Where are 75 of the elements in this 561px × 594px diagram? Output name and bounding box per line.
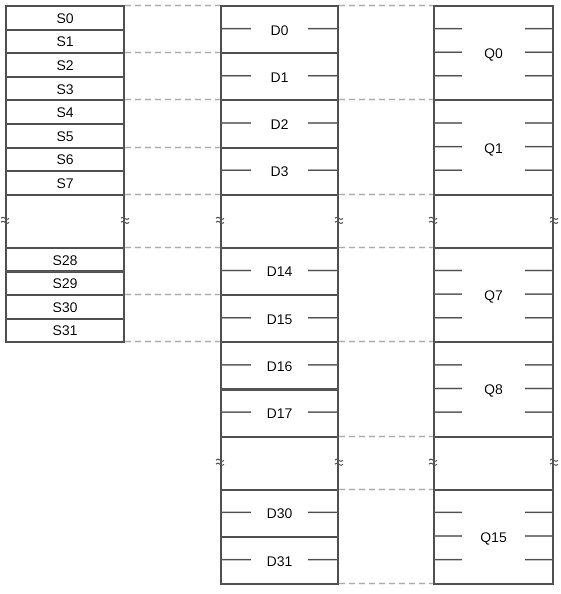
- register-box: [5, 52, 125, 78]
- register-box: [5, 76, 125, 102]
- register-box: [433, 341, 554, 438]
- register-box: [220, 52, 339, 102]
- register-box: [220, 388, 339, 438]
- connector-line: [125, 146, 220, 148]
- register-label: Q0: [482, 46, 505, 60]
- register-label: S2: [54, 58, 76, 72]
- register-box: [220, 536, 339, 586]
- register-label: S31: [50, 323, 80, 338]
- register-box: [5, 294, 125, 320]
- register-box: [220, 488, 339, 538]
- register-label: D0: [268, 22, 290, 37]
- register-box: [5, 170, 125, 196]
- register-box: [220, 5, 339, 54]
- register-box: [433, 488, 554, 586]
- register-box: [220, 246, 339, 296]
- register-box: [5, 123, 125, 149]
- break-section: [433, 436, 554, 491]
- break-section: [220, 436, 339, 491]
- register-box: [220, 341, 339, 390]
- register-label: S4: [54, 105, 76, 120]
- register-label: D17: [264, 406, 294, 420]
- connector-line: [125, 4, 220, 6]
- register-box: [433, 246, 554, 344]
- register-label: S5: [54, 128, 76, 143]
- register-label: S0: [54, 10, 76, 25]
- break-section: [5, 194, 125, 249]
- register-box: [220, 294, 339, 344]
- connector-line: [125, 52, 220, 54]
- register-box: [5, 99, 125, 125]
- register-label: S30: [50, 300, 80, 314]
- register-label: D3: [268, 164, 290, 178]
- connector-line: [339, 98, 433, 100]
- break-section: [220, 194, 339, 249]
- register-box: [433, 5, 554, 102]
- register-label: D30: [264, 506, 294, 520]
- connector-line: [339, 436, 433, 438]
- register-label: D2: [268, 116, 290, 131]
- register-label: D15: [264, 312, 294, 326]
- register-box: [5, 146, 125, 172]
- connector-line: [125, 194, 220, 196]
- connector-line: [125, 294, 220, 296]
- register-box: [5, 28, 125, 54]
- register-label: Q8: [482, 382, 505, 396]
- register-label: S3: [54, 82, 76, 96]
- register-box: [5, 270, 125, 296]
- register-label: S7: [54, 176, 76, 190]
- register-label: S1: [54, 34, 76, 48]
- connector-line: [125, 98, 220, 100]
- connector-line: [339, 488, 433, 490]
- register-label: D16: [264, 358, 294, 373]
- connector-line: [125, 340, 220, 342]
- register-box: [220, 146, 339, 196]
- connector-line: [339, 340, 433, 342]
- register-label: Q7: [482, 288, 505, 302]
- register-box: [5, 5, 125, 31]
- connector-line: [339, 582, 433, 584]
- register-box: [5, 246, 125, 272]
- register-label: Q1: [482, 140, 505, 155]
- register-box: [433, 99, 554, 196]
- connector-line: [339, 246, 433, 248]
- connector-line: [339, 194, 433, 196]
- register-label: D31: [264, 554, 294, 568]
- register-label: S28: [50, 252, 80, 267]
- connector-line: [339, 4, 433, 6]
- register-box: [5, 318, 125, 344]
- break-section: [433, 194, 554, 249]
- register-label: D1: [268, 70, 290, 84]
- register-label: S29: [50, 276, 80, 290]
- register-label: D14: [264, 264, 294, 278]
- connector-line: [125, 246, 220, 248]
- register-label: Q15: [478, 530, 509, 544]
- register-label: S6: [54, 152, 76, 166]
- register-box: [220, 99, 339, 149]
